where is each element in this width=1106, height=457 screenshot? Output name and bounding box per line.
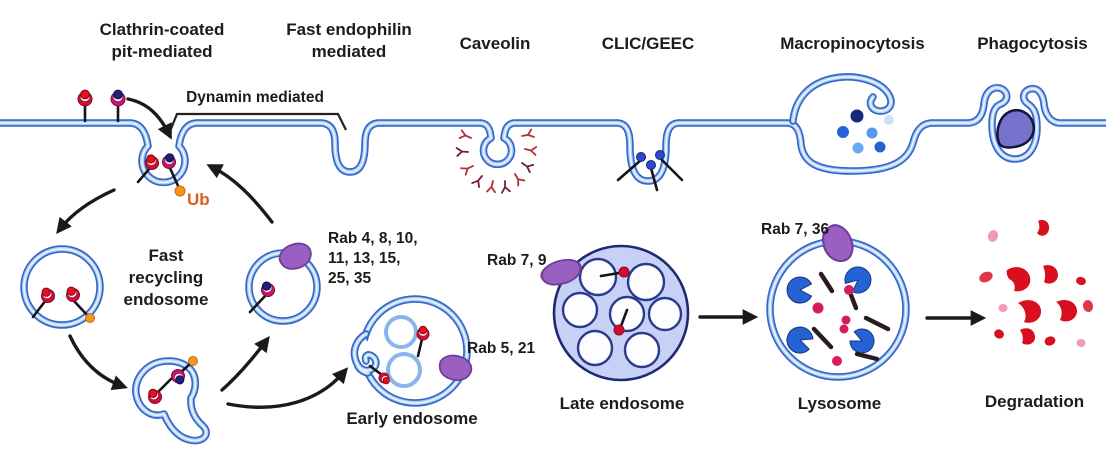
- fast-recycling-vesicle: [24, 249, 100, 325]
- heading-macropinocytosis: Macropinocytosis: [780, 34, 925, 53]
- degradation-fragments-icon: [979, 219, 1094, 348]
- heading-caveolin: Caveolin: [459, 34, 531, 53]
- fast-recycling-endosome-label: Fast recycling endosome: [123, 246, 209, 310]
- lysosome-label: Lysosome: [797, 394, 882, 413]
- lysosome: [770, 220, 906, 377]
- flow-arrows: [56, 97, 987, 409]
- arrow-tubule-to-early-endosome: [226, 367, 349, 409]
- ubiquitin-icon: [85, 313, 95, 323]
- heading-clathrin-coated-pit-mediated: Clathrin-coated pit-mediated: [99, 20, 225, 62]
- recycling-endosome-vesicle: [249, 238, 317, 321]
- arrow-vesicle-to-tubule: [68, 334, 128, 391]
- enzyme-icon: [786, 276, 813, 304]
- clic-geec-cargo-icon: [616, 150, 684, 192]
- recycling-rab-label: Rab 4, 8, 10, 11, 13, 15, 25, 35: [328, 230, 418, 288]
- heading-clic-geec: CLIC/GEEC: [601, 34, 695, 53]
- arrow-pit-to-vesicle: [56, 188, 116, 234]
- membrane-receptor-magenta-icon: [110, 89, 126, 123]
- dynamin-mediated-label: Dynamin mediated: [186, 89, 324, 106]
- enzyme-icon: [849, 328, 875, 354]
- macropinocytosis-ruffle-icon: [793, 77, 894, 154]
- degradation-label: Degradation: [984, 392, 1085, 411]
- early-endosome-rab-label: Rab 5, 21: [467, 340, 536, 357]
- enzyme-icon: [786, 326, 814, 354]
- arrow-recycle-to-membrane: [206, 164, 274, 224]
- enzyme-icon: [844, 266, 872, 294]
- early-endosome-label: Early endosome: [346, 409, 478, 428]
- dynamin-bracket: [169, 112, 347, 131]
- ub-label: Ub: [187, 190, 210, 209]
- lysosome-rab-label: Rab 7, 36: [761, 221, 830, 238]
- heading-fast-endophilin-mediated: Fast endophilin mediated: [286, 20, 412, 62]
- clathrin-pit-cargo-icon: [136, 153, 186, 197]
- ubiquitin-icon: [188, 356, 198, 366]
- heading-phagocytosis: Phagocytosis: [977, 34, 1088, 53]
- phagocytosis-particle-icon: [996, 108, 1035, 149]
- tubular-vesicle: [136, 356, 206, 441]
- membrane-receptor-red-icon: [77, 89, 93, 123]
- early-endosome: [345, 299, 475, 403]
- ubiquitin-icon: [174, 185, 186, 197]
- late-endosome-label: Late endosome: [559, 394, 685, 413]
- arrow-into-pit: [126, 97, 172, 140]
- late-endosome: [537, 244, 690, 382]
- late-endosome-rab-label: Rab 7, 9: [487, 252, 547, 269]
- arrow-tubule-to-recycling: [220, 335, 270, 392]
